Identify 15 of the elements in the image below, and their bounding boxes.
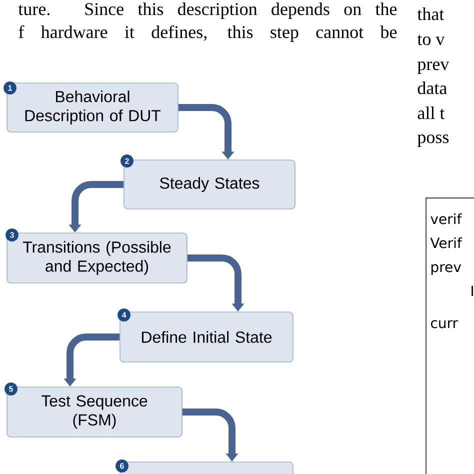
step-badge: 5 — [4, 382, 18, 396]
code-listing: verif Verif prev I curr — [426, 198, 474, 474]
body-text: poss — [417, 134, 449, 147]
step-badge: 3 — [6, 228, 18, 242]
body-text: prev — [417, 62, 450, 74]
step-badge: 1 — [4, 82, 16, 94]
body-text: ture. Since this description depends on the — [18, 2, 397, 19]
body-text: to v — [417, 34, 445, 46]
step-badge: 2 — [120, 154, 134, 168]
body-text: data — [418, 82, 447, 94]
step-badge: 4 — [118, 308, 130, 322]
body-text: that — [417, 8, 444, 20]
body-text: f hardware it defines, this step cannot be — [18, 25, 397, 42]
step-badge: 6 — [116, 460, 128, 472]
body-text: all t — [418, 106, 445, 120]
